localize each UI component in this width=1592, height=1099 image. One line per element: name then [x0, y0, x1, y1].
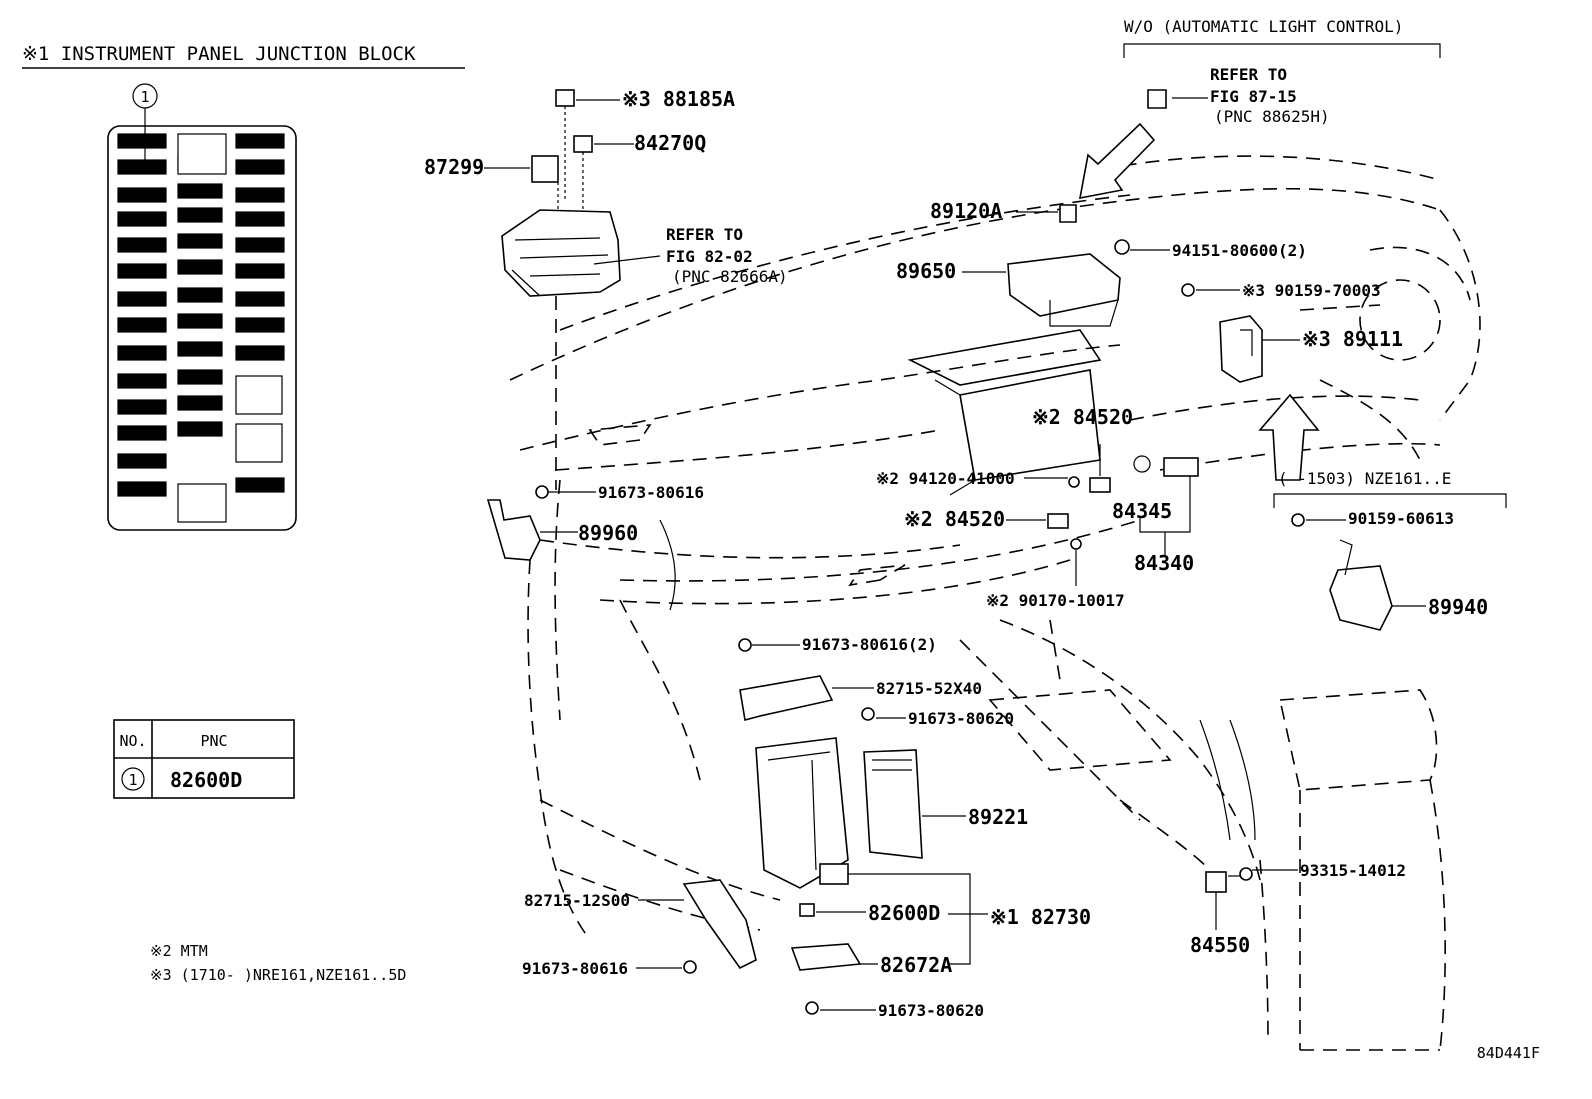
variant-label-alc: W/O (AUTOMATIC LIGHT CONTROL) — [1124, 17, 1403, 36]
junction-block-body — [755, 737, 849, 889]
fuse-slot — [235, 237, 285, 253]
label-94120-41000: ※2 94120-41000 — [876, 469, 1015, 488]
label-82600D: 82600D — [868, 901, 940, 925]
label-84340: 84340 — [1134, 551, 1194, 575]
label-84550: 84550 — [1190, 933, 1250, 957]
fuse-slot — [177, 233, 223, 249]
variant-label-nze: ( -1503) NZE161..E — [1278, 469, 1451, 488]
diagram-id: 84D441F — [1477, 1044, 1540, 1062]
pnc-table-header-no: NO. — [119, 732, 146, 750]
fuse-slot — [235, 317, 285, 333]
refer-2-line1: REFER TO — [1210, 65, 1287, 84]
label-84345: 84345 — [1112, 499, 1172, 523]
relay-slot — [177, 133, 227, 175]
module-89940 — [1329, 539, 1393, 631]
fuse-array — [117, 133, 285, 523]
module-89650 — [1007, 253, 1121, 327]
fuse-slot — [177, 287, 223, 303]
fuse-slot — [117, 237, 167, 253]
label-84520-lower: ※2 84520 — [904, 507, 1005, 531]
label-82715-52X40: 82715-52X40 — [876, 679, 982, 698]
fuse-slot — [117, 481, 167, 497]
fuse-slot — [117, 291, 167, 307]
relay-slot — [235, 375, 283, 415]
fuse-slot — [117, 453, 167, 469]
fuse-slot — [177, 395, 223, 411]
pnc-table-header-pnc: PNC — [200, 732, 227, 750]
junction-block-panel: 1 — [107, 83, 297, 531]
fuse-slot — [235, 133, 285, 149]
pnc-table-row-no: 1 — [128, 771, 137, 789]
fuse-slot — [117, 263, 167, 279]
junction-block-title: ※1 INSTRUMENT PANEL JUNCTION BLOCK — [22, 43, 416, 65]
label-84270Q: 84270Q — [634, 131, 706, 155]
module-89960 — [486, 499, 541, 561]
label-90159-60613: 90159-60613 — [1348, 509, 1454, 528]
label-84520-upper: ※2 84520 — [1032, 405, 1133, 429]
fuse-slot — [117, 425, 167, 441]
label-94151-80600: 94151-80600(2) — [1172, 241, 1307, 260]
module-89111 — [1219, 315, 1263, 383]
label-82715-12S00: 82715-12S00 — [524, 891, 630, 910]
note-range: ※3 (1710- )NRE161,NZE161..5D — [150, 966, 406, 984]
label-91673-80620-upper: 91673-80620 — [908, 709, 1014, 728]
fuse-slot — [117, 317, 167, 333]
dashboard-outline — [509, 155, 1481, 1051]
relay-slot — [177, 483, 227, 523]
label-82730: ※1 82730 — [990, 905, 1091, 929]
refer-1-line3: (PNC 82666A) — [672, 267, 788, 286]
fuse-slot — [235, 263, 285, 279]
label-87299: 87299 — [424, 155, 484, 179]
pnc-table: NO. PNC 1 82600D — [113, 719, 295, 799]
label-89960: 89960 — [578, 521, 638, 545]
fuse-slot — [117, 345, 167, 361]
fuse-slot — [177, 259, 223, 275]
direction-arrows — [1078, 122, 1320, 481]
refer-1-line2: FIG 82-02 — [666, 247, 753, 266]
fuse-slot — [235, 291, 285, 307]
label-93315-14012: 93315-14012 — [1300, 861, 1406, 880]
fuse-slot — [117, 211, 167, 227]
fuse-slot — [235, 345, 285, 361]
label-91673-80616-lower: 91673-80616 — [522, 959, 628, 978]
fuse-slot — [177, 369, 223, 385]
label-82672A: 82672A — [880, 953, 952, 977]
fuse-slot — [177, 313, 223, 329]
fuse-slot — [235, 211, 285, 227]
label-91673-80620-lower: 91673-80620 — [878, 1001, 984, 1020]
fuse-slot — [235, 187, 285, 203]
label-90170-10017: ※2 90170-10017 — [986, 591, 1125, 610]
label-89120A: 89120A — [930, 199, 1002, 223]
fuse-slot — [235, 159, 285, 175]
label-89111: ※3 89111 — [1302, 327, 1403, 351]
fuse-slot — [117, 187, 167, 203]
note-mtm: ※2 MTM — [150, 942, 208, 960]
fuse-slot — [177, 341, 223, 357]
fuse-slot — [235, 477, 285, 493]
fuse-slot — [117, 159, 167, 175]
fuse-slot — [177, 183, 223, 199]
refer-2-line2: FIG 87-15 — [1210, 87, 1297, 106]
refer-2-line3: (PNC 88625H) — [1214, 107, 1330, 126]
fuse-slot — [177, 207, 223, 223]
label-91673-80616-upper: 91673-80616 — [598, 483, 704, 502]
fuse-slot — [117, 373, 167, 389]
pnc-table-row-pnc: 82600D — [170, 768, 242, 792]
junction-block-callout: 1 — [140, 88, 149, 106]
refer-1-line1: REFER TO — [666, 225, 743, 244]
ecu-89221 — [863, 749, 923, 859]
fuse-slot — [117, 399, 167, 415]
label-90159-70003: ※3 90159-70003 — [1242, 281, 1381, 300]
label-88185A: ※3 88185A — [622, 87, 735, 111]
label-91673-80616-2: 91673-80616(2) — [802, 635, 937, 654]
label-89221: 89221 — [968, 805, 1028, 829]
fuse-slot — [177, 421, 223, 437]
label-89650: 89650 — [896, 259, 956, 283]
label-89940: 89940 — [1428, 595, 1488, 619]
fuse-slot — [117, 133, 167, 149]
relay-block — [501, 209, 621, 297]
relay-slot — [235, 423, 283, 463]
